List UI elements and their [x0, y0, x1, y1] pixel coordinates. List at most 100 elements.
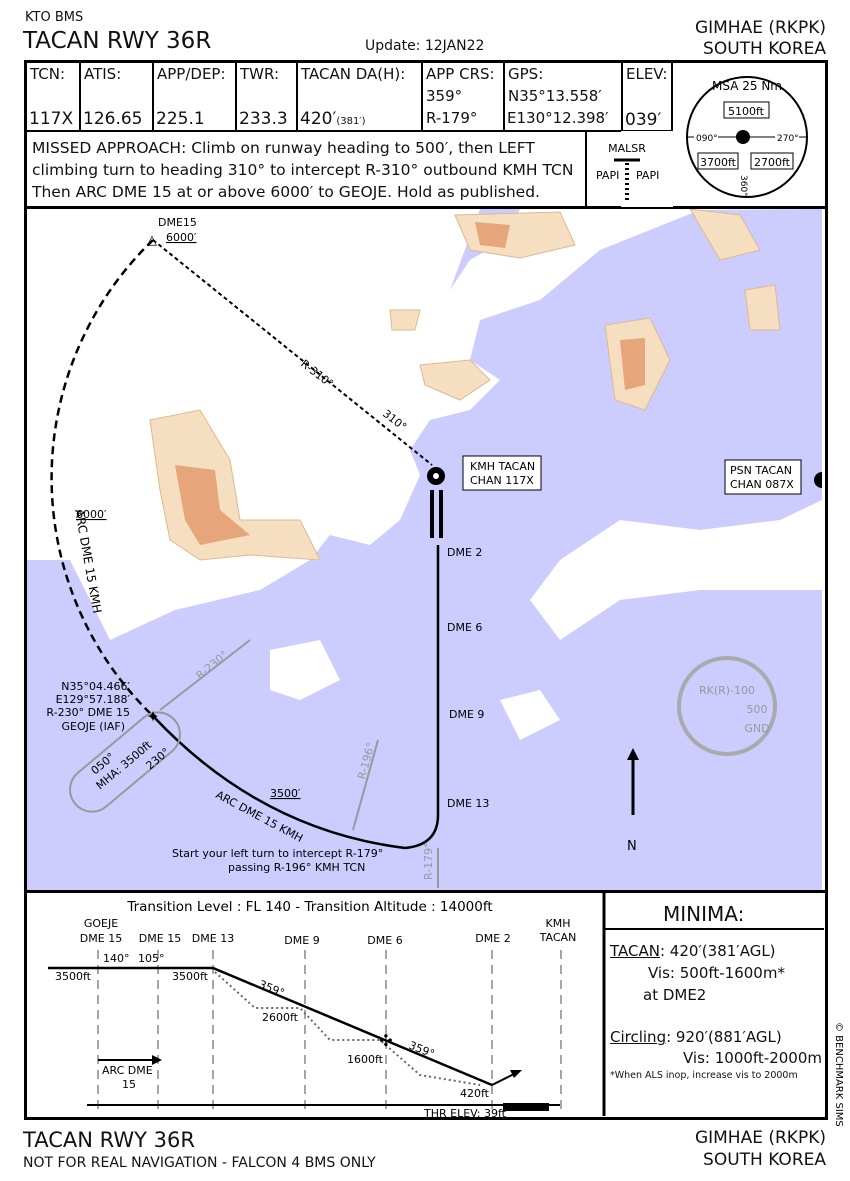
- terrain-high: [620, 338, 645, 390]
- psn-channel: CHAN 087X: [730, 478, 794, 491]
- twr-value: 233.3: [239, 109, 288, 129]
- fix-label: DME 6: [367, 934, 402, 947]
- r196-radial: [352, 739, 379, 831]
- da-main: 420′: [300, 109, 337, 129]
- runway-profile: [503, 1103, 549, 1111]
- tacan-at: at DME2: [643, 986, 707, 1004]
- restricted-bottom: GND: [744, 722, 769, 735]
- descent-path: [48, 966, 493, 1087]
- restricted-id: RK(R)-100: [699, 684, 755, 697]
- msa-sw: 3700ft: [700, 156, 737, 169]
- msa-w: 090°: [696, 134, 718, 144]
- msa-title: MSA 25 Nm: [712, 79, 782, 93]
- label: ATIS:: [84, 65, 122, 83]
- holding-pattern: [69, 711, 181, 813]
- circling-mda: : 920′(881′AGL): [666, 1028, 782, 1046]
- circling-label: Circling: [610, 1028, 667, 1046]
- chart-title: TACAN RWY 36R: [23, 28, 212, 54]
- elev-value: 039′: [625, 110, 662, 130]
- arrow-head: [152, 1055, 162, 1065]
- psn-label-box: [724, 459, 802, 495]
- msa-e: 270°: [777, 134, 799, 144]
- terrain: [389, 284, 781, 401]
- north-arrow-head: [627, 748, 639, 760]
- arc-label: 15: [122, 1078, 136, 1091]
- chart-source: KTO BMS: [25, 10, 84, 25]
- copyright: © BENCHMARK SIMS: [833, 1022, 844, 1127]
- threshold-elevation: THR ELEV: 39ft: [423, 1107, 507, 1120]
- terrain-high: [475, 222, 510, 248]
- circling-vis: Vis: 1000ft-2000m: [683, 1049, 823, 1067]
- atis-value: 126.65: [83, 109, 143, 129]
- airport-name: GIMHAE (RKPK): [694, 18, 826, 38]
- dme6-label: DME 6: [447, 621, 482, 634]
- tacan-vis: Vis: 500ft-1600m*: [648, 964, 785, 982]
- da-value: 420′(381′): [300, 109, 365, 129]
- restricted-top: 500: [747, 703, 768, 716]
- msa-se: 2700ft: [754, 156, 791, 169]
- geoje-fix-icon: ✦: [146, 707, 159, 726]
- profile-view: Transition Level : FL 140 - Transition A…: [48, 899, 576, 1120]
- geoje-lat: N35°04.466′: [61, 680, 130, 693]
- psn-tacan-icon: [814, 472, 822, 488]
- missed-approach-track: [152, 239, 433, 466]
- da-height: (381′): [336, 116, 366, 127]
- tacan-icon: [736, 130, 750, 144]
- fix-label: GOEJE: [84, 917, 118, 930]
- appdep-value: 225.1: [156, 109, 205, 129]
- fix-label: DME 15: [139, 932, 181, 945]
- gps-lat: N35°13.558′: [508, 87, 602, 105]
- approach-track: [152, 545, 440, 850]
- malsr-label: MALSR: [608, 142, 646, 155]
- da-box: TACAN DA(H): 420′(381′): [298, 62, 423, 131]
- label: ELEV:: [626, 65, 668, 83]
- dme15-alt: 6000′: [166, 231, 197, 244]
- arrow-head: [510, 1070, 522, 1078]
- fix-label: TACAN: [539, 931, 577, 944]
- kmh-name: KMH TACAN: [470, 460, 535, 473]
- label: TCN:: [30, 65, 66, 83]
- crs-box: APP CRS:359°R-179°: [423, 62, 505, 131]
- transition-info: Transition Level : FL 140 - Transition A…: [126, 899, 492, 915]
- fap-icon: ✣: [379, 1031, 392, 1050]
- msa-circle: MSA 25 Nm 5100ft 3700ft 2700ft 090° 270°…: [686, 76, 808, 198]
- lighting-bg: [621, 131, 673, 207]
- divider: [585, 131, 587, 207]
- altitude-label: 3500ft: [172, 970, 209, 983]
- chart-frame: [24, 60, 828, 1120]
- turn-note: passing R-196° KMH TCN: [228, 861, 365, 874]
- crs-radial: R-179°: [426, 109, 478, 127]
- kmh-channel: CHAN 117X: [470, 474, 534, 487]
- missed-line: MISSED APPROACH: Climb on runway heading…: [32, 139, 535, 157]
- geoje-lon: E129°57.188′: [56, 693, 131, 706]
- label: TACAN DA(H):: [301, 65, 406, 83]
- tcn-box: TCN:117X: [27, 62, 81, 131]
- minima-note: *When ALS inop, increase vis to 2000m: [610, 1070, 798, 1081]
- tacan-minima: TACAN: 420′(381′AGL): [610, 942, 776, 960]
- tacan-label: TACAN: [610, 942, 660, 960]
- altitude-label: 1600ft: [347, 1053, 384, 1066]
- psn-name: PSN TACAN: [730, 464, 792, 477]
- dme9-label: DME 9: [449, 708, 484, 721]
- north-label: N: [627, 839, 637, 854]
- terrain-high: [175, 465, 250, 545]
- dme15-label: DME15: [158, 216, 197, 229]
- map-view: ✦ △ DME15 6000′ R-310° 310° ARC DME 15 K…: [27, 209, 822, 890]
- tacan-center: [433, 473, 439, 479]
- appdep-box: APP/DEP: 225.1: [154, 62, 237, 131]
- label: APP/DEP:: [157, 65, 226, 83]
- update-date: Update: 12JAN22: [365, 38, 485, 54]
- tacan-da: : 420′(381′AGL): [659, 942, 776, 960]
- water: [27, 209, 822, 890]
- fix-label: DME 2: [475, 932, 510, 945]
- circling-minima: Circling: 920′(881′AGL): [610, 1028, 782, 1046]
- kmh-label-box: [462, 455, 542, 491]
- divider: [24, 890, 827, 893]
- lighting-diagram: MALSR PAPI PAPI: [596, 142, 659, 200]
- dme15-fix-icon: △: [147, 233, 157, 248]
- fix-label: DME 9: [284, 934, 319, 947]
- twr-box: TWR:233.3: [237, 62, 298, 131]
- crs-value: 359°: [426, 87, 463, 105]
